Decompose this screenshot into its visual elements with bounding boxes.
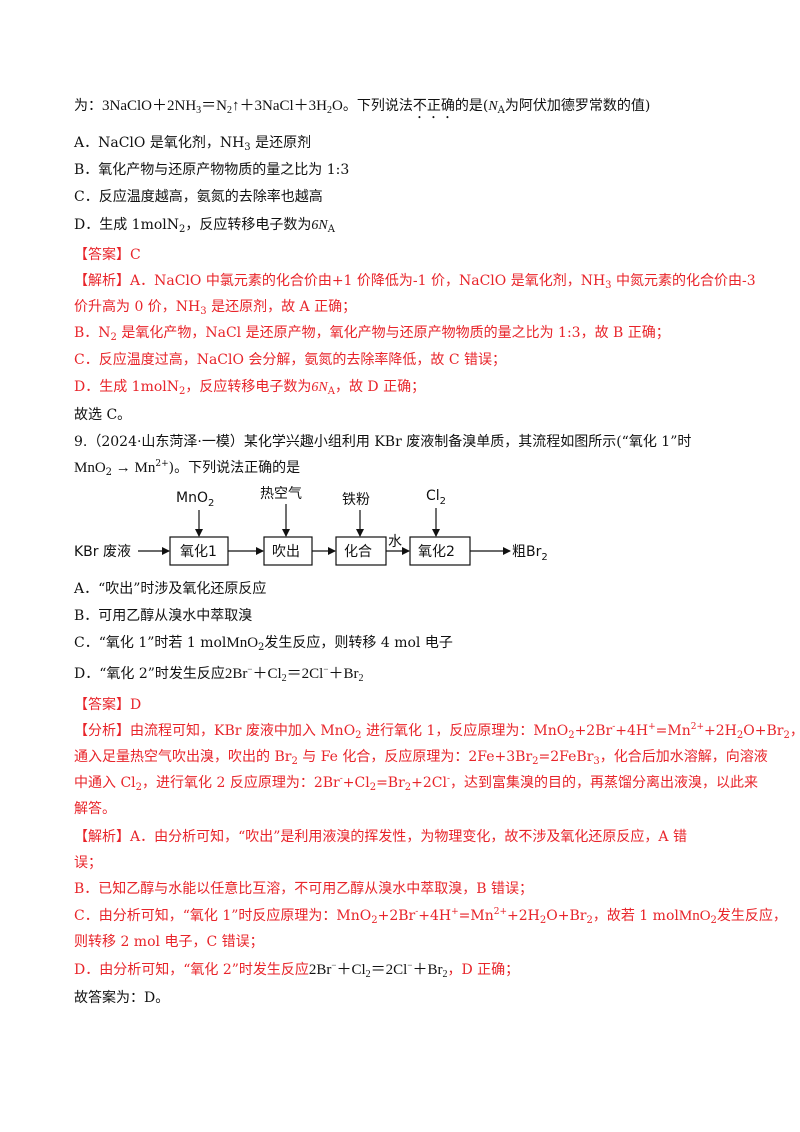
q8-explanation-line2: 价升高为 0 价，NH3 是还原剂，故 A 正确； — [74, 299, 357, 317]
process-flow-diagram: KBr 废液 氧化1 吹出 化合 水 氧化2 粗Br2 MnO2 热空气 铁粉 … — [74, 486, 548, 566]
q8-conclusion: 故选 C。 — [74, 407, 132, 423]
q9-conclusion: 故答案为：D。 — [74, 990, 170, 1006]
q8-explanation-line5: D．生成 1molN2，反应转移电子数为6NA，故 D 正确； — [74, 379, 426, 397]
q9-explanation-line5: 则转移 2 mol 电子，C 错误； — [74, 934, 264, 950]
flow-input-iron-powder: 铁粉 — [342, 492, 370, 508]
q8-equation: 3NaClO＋2NH3＝N2↑＋3NaCl＋3H2O — [102, 98, 343, 116]
flow-box4-label: 氧化2 — [418, 544, 455, 560]
q9-analysis-line2: 通入足量热空气吹出溴，吹出的 Br2 与 Fe 化合，反应原理为：2Fe+3Br… — [74, 749, 768, 767]
q8-explanation-line1: 【解析】A．NaClO 中氯元素的化合价由+1 价降低为-1 价，NaClO 是… — [74, 273, 756, 291]
q8-explanation-line4: C．反应温度过高，NaClO 会分解，氨氮的去除率降低，故 C 错误； — [74, 352, 507, 368]
q8-stem: 为：3NaClO＋2NH3＝N2↑＋3NaCl＋3H2O。下列说法不正确的是(N… — [74, 98, 651, 116]
q9-stem-line2: MnO2 → Mn2+)。下列说法正确的是 — [74, 459, 301, 478]
q9-option-d: D．“氧化 2”时发生反应2Br−＋Cl2＝2Cl−＋Br2 — [74, 664, 364, 684]
q9-option-a: A．“吹出”时涉及氧化还原反应 — [74, 581, 267, 597]
q9-explanation-line3: B．已知乙醇与水能以任意比互溶，不可用乙醇从溴水中萃取溴，B 错误； — [74, 881, 534, 897]
q9-analysis-line3: 中通入 Cl2，进行氧化 2 反应原理为：2Br-+Cl2=Br2+2Cl-，达… — [74, 774, 759, 793]
q8-option-d: D．生成 1molN2，反应转移电子数为6NA — [74, 217, 335, 235]
flow-end-label: 粗Br2 — [512, 544, 548, 563]
flow-box1-label: 氧化1 — [180, 544, 217, 560]
q9-explanation-line6: D．由分析可知，“氧化 2”时发生反应2Br−＋Cl2＝2Cl−＋Br2，D 正… — [74, 960, 520, 980]
flow-input-mno2: MnO2 — [176, 490, 214, 509]
q8-option-a: A．NaClO 是氧化剂，NH3 是还原剂 — [74, 135, 312, 153]
q9-explanation-line1: 【解析】A．由分析可知，“吹出”是利用液溴的挥发性，为物理变化，故不涉及氧化还原… — [74, 829, 687, 845]
q8-answer: 【答案】C — [74, 247, 141, 263]
q9-answer: 【答案】D — [74, 697, 142, 713]
q9-option-c: C．“氧化 1”时若 1 molMnO2发生反应，则转移 4 mol 电子 — [74, 635, 453, 653]
q8-option-b: B．氧化产物与还原产物物质的量之比为 1:3 — [74, 162, 350, 178]
flow-input-hot-air: 热空气 — [260, 486, 302, 502]
flow-box3-label: 化合 — [344, 544, 372, 560]
q9-explanation-line2: 误； — [74, 855, 102, 871]
flow-start-label: KBr 废液 — [74, 544, 131, 560]
q9-analysis-line4: 解答。 — [74, 801, 116, 817]
q9-stem-line1: 9.（2024·山东菏泽·一模）某化学兴趣小组利用 KBr 废液制备溴单质，其流… — [74, 434, 692, 450]
flow-water-label: 水 — [388, 534, 402, 550]
flow-input-cl2: Cl2 — [426, 488, 446, 507]
q8-explanation-line3: B．N2 是氧化产物，NaCl 是还原产物，氧化产物与还原产物物质的量之比为 1… — [74, 325, 670, 343]
q9-explanation-line4: C．由分析可知，“氧化 1”时反应原理为：MnO2+2Br-+4H+=Mn2++… — [74, 907, 787, 926]
q9-analysis-line1: 【分析】由流程可知，KBr 废液中加入 MnO2 进行氧化 1，反应原理为：Mn… — [74, 722, 800, 741]
flow-box2-label: 吹出 — [272, 544, 300, 560]
q8-option-c: C．反应温度越高，氨氮的去除率也越高 — [74, 189, 323, 205]
q9-option-b: B．可用乙醇从溴水中萃取溴 — [74, 608, 253, 624]
